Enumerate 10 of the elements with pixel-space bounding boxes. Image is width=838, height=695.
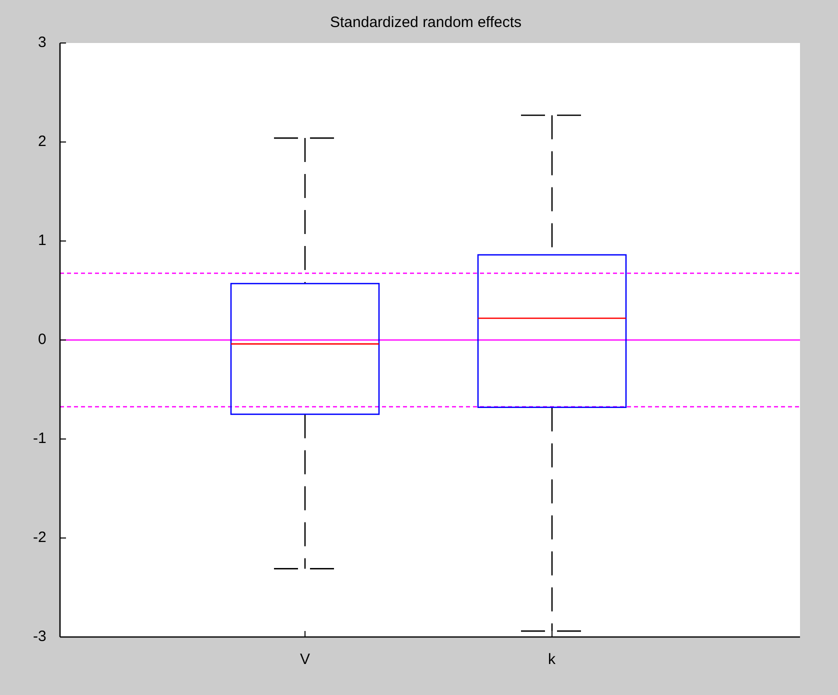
axis-tick-label: 0 <box>38 331 46 348</box>
axis-tick-label: k <box>548 651 556 668</box>
axis-tick-label: 1 <box>38 232 46 249</box>
axis-tick-label: -1 <box>33 430 46 447</box>
axis-tick-label: -3 <box>33 628 46 645</box>
axis-tick-label: 2 <box>38 133 46 150</box>
axis-tick-label: 3 <box>38 34 46 51</box>
chart-title: Standardized random effects <box>330 14 522 31</box>
axis-tick-label: V <box>300 651 310 668</box>
axis-tick-label: -2 <box>33 529 46 546</box>
